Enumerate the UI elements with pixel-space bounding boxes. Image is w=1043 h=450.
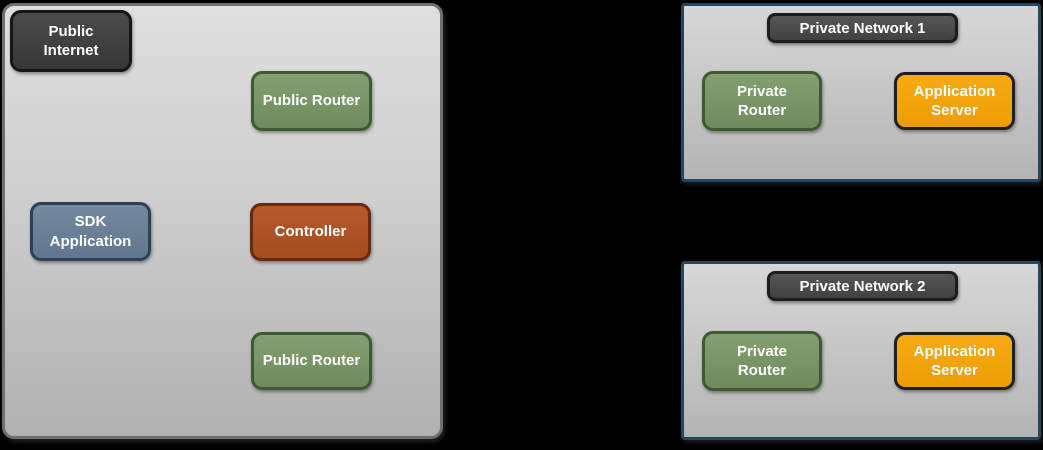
node-label: Public Internet (43, 22, 99, 59)
node-label: SDK Application (49, 213, 132, 250)
node-public-router-top: Public Router (251, 71, 372, 131)
node-label: Application Server (913, 342, 996, 379)
panel-title-label: Private Network 2 (799, 277, 926, 295)
private-network-2-title: Private Network 2 (767, 271, 958, 301)
node-label: Private Router (736, 82, 788, 119)
node-public-router-bottom: Public Router (251, 332, 372, 390)
node-label: Application Server (913, 82, 996, 119)
node-label: Controller (274, 223, 347, 241)
node-label: Private Router (736, 342, 788, 379)
node-label: Public Router (262, 92, 361, 110)
private-network-2-panel: Private Network 2 Private Router Applica… (681, 261, 1041, 440)
node-application-server-2: Application Server (894, 332, 1015, 390)
node-public-internet: Public Internet (10, 10, 132, 72)
public-zone-panel: Public Internet Public Router SDK Applic… (2, 3, 443, 439)
node-controller: Controller (250, 203, 371, 261)
node-label: Public Router (262, 352, 361, 370)
node-private-router-2: Private Router (702, 331, 822, 391)
node-private-router-1: Private Router (702, 71, 822, 131)
private-network-1-panel: Private Network 1 Private Router Applica… (681, 3, 1041, 182)
private-network-1-title: Private Network 1 (767, 13, 958, 43)
panel-title-label: Private Network 1 (799, 19, 926, 37)
node-sdk-application: SDK Application (30, 202, 151, 261)
node-application-server-1: Application Server (894, 72, 1015, 130)
